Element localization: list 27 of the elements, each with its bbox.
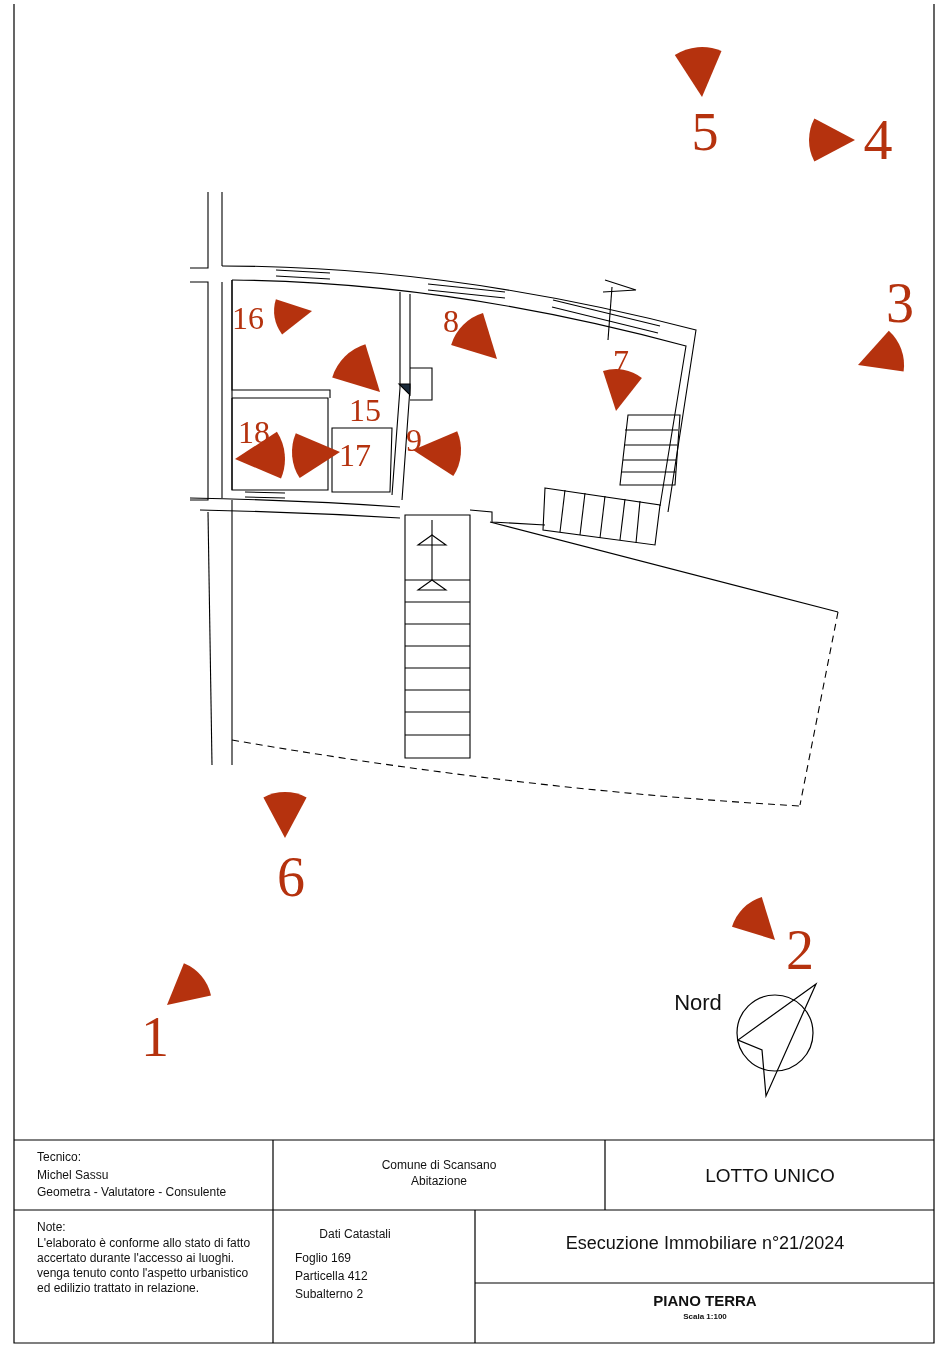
- callout-number: 3: [886, 275, 914, 331]
- title-block-text: Subalterno 2: [295, 1287, 364, 1301]
- title-block-text: Dati Catastali: [319, 1227, 391, 1241]
- title-block-text: Esecuzione Immobiliare n°21/2024: [565, 1232, 845, 1254]
- title-block-text: PIANO TERRA: [653, 1291, 757, 1309]
- note-paragraph: L'elaborato è conforme allo stato di fatto accertato durante l'accesso ai luoghi. venga tenuto conto l'aspetto urbanistico ed edilizio trattato in relazione.: [37, 1236, 252, 1296]
- title-block-text: Comune di Scansano: [381, 1158, 497, 1172]
- title-block-text: Particella 412: [295, 1269, 368, 1283]
- callout-number: 6: [277, 849, 305, 905]
- title-block-text: Geometra - Valutatore - Consulente: [37, 1185, 227, 1199]
- title-block-text: Tecnico:: [37, 1150, 82, 1164]
- title-block-text: Note:: [37, 1220, 66, 1234]
- callout-number: 4: [863, 111, 893, 169]
- callout-number: 1: [141, 1009, 169, 1065]
- callout-number: 17: [339, 439, 371, 471]
- callout-number: 15: [349, 394, 381, 426]
- title-block-text: Scala 1:100: [683, 1311, 727, 1321]
- callout-number: 5: [691, 105, 719, 159]
- callout-number: 16: [232, 302, 264, 334]
- callout-number: 8: [443, 305, 459, 337]
- callout-number: 9: [406, 424, 422, 456]
- title-block-text: Foglio 169: [295, 1251, 352, 1265]
- title-block-text: Abitazione: [411, 1174, 467, 1188]
- compass-label: Nord: [674, 990, 722, 1016]
- title-block-text: Michel Sassu: [37, 1168, 109, 1182]
- callout-number: 2: [786, 922, 814, 978]
- title-block-text: LOTTO UNICO: [705, 1165, 835, 1187]
